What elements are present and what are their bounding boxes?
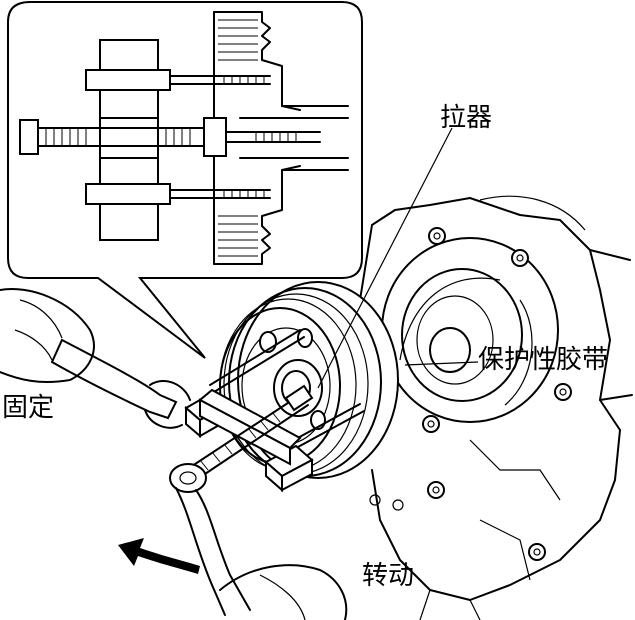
- detail-inset: [7, 0, 363, 359]
- bolt-icon: [428, 227, 446, 245]
- rotate-label: 转动: [362, 561, 414, 591]
- puller-leader-line: [317, 127, 453, 389]
- engine-housing: [359, 195, 633, 620]
- hold-label: 固定: [2, 393, 54, 423]
- puller-label: 拉器: [440, 103, 492, 133]
- bolt-icon: [554, 383, 572, 401]
- bolt-icon: [528, 543, 546, 561]
- rotating-wrench: [169, 463, 348, 620]
- bolt-icon: [422, 415, 440, 433]
- puller-tool: [184, 329, 365, 493]
- pump-housing-inner: [401, 268, 523, 402]
- rotation-arrow-icon: [118, 538, 200, 574]
- bolt-icon: [427, 481, 445, 499]
- protective-tape-leader-line: [404, 361, 479, 366]
- protective-tape-label: 保护性胶带: [478, 345, 608, 375]
- crankshaft-pulley: [219, 281, 399, 479]
- bolt-icon: [511, 249, 529, 267]
- holding-wrench: [0, 288, 191, 429]
